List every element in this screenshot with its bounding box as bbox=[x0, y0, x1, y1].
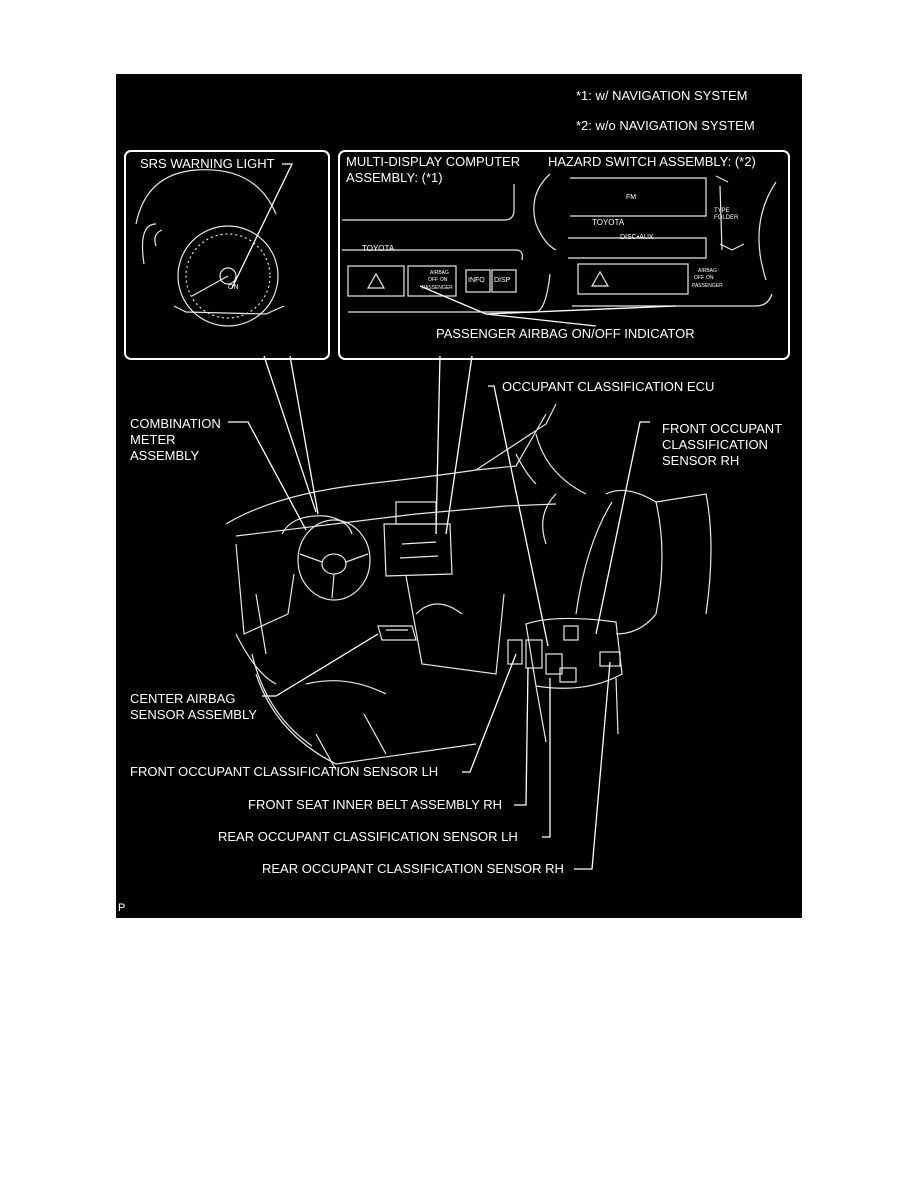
disp-button-label: DISP bbox=[494, 277, 511, 284]
fm-label: FM bbox=[626, 194, 637, 201]
center-airbag-label: CENTER AIRBAG SENSOR ASSEMBLY bbox=[130, 691, 257, 722]
panel-passenger-hazard: PASSENGER bbox=[692, 283, 723, 289]
panel-on-hazard: ON bbox=[706, 275, 714, 281]
rear-occupant-rh-label: REAR OCCUPANT CLASSIFICATION SENSOR RH bbox=[262, 861, 564, 876]
srs-warning-light-inset bbox=[124, 150, 330, 360]
panel-brand-nav: TOYOTA bbox=[362, 244, 395, 253]
occupant-classification-ecu-label: OCCUPANT CLASSIFICATION ECU bbox=[502, 379, 715, 394]
front-occupant-lh-label: FRONT OCCUPANT CLASSIFICATION SENSOR LH bbox=[130, 764, 439, 779]
front-seat-belt-rh-label: FRONT SEAT INNER BELT ASSEMBLY RH bbox=[248, 797, 503, 812]
hazard-switch-label: HAZARD SWITCH ASSEMBLY: (*2) bbox=[548, 154, 756, 169]
combination-meter-label: COMBINATION METER ASSEMBLY bbox=[130, 416, 221, 463]
type-folder-label: TYPE FOLDER bbox=[714, 208, 739, 221]
panel-airbag-nav: AIRBAG bbox=[430, 270, 449, 276]
panel-off-nav: OFF bbox=[428, 277, 438, 283]
panel-off-hazard: OFF bbox=[694, 275, 704, 281]
rear-occupant-lh-label: REAR OCCUPANT CLASSIFICATION SENSOR LH bbox=[218, 829, 518, 844]
multi-display-label: MULTI-DISPLAY COMPUTER ASSEMBLY: (*1) bbox=[346, 154, 521, 185]
multi-display-panel-art bbox=[342, 173, 777, 313]
multi-display-inset bbox=[338, 150, 790, 360]
combination-meter-gauge-art bbox=[135, 169, 285, 327]
passenger-indicator-label: PASSENGER AIRBAG ON/OFF INDICATOR bbox=[436, 326, 695, 341]
panel-brand-hazard: TOYOTA bbox=[592, 218, 625, 227]
note-without-navigation: *2: w/o NAVIGATION SYSTEM bbox=[576, 118, 755, 133]
info-button-label: INFO bbox=[468, 277, 485, 284]
srs-component-location-diagram: *1: w/ NAVIGATION SYSTEM *2: w/o NAVIGAT… bbox=[116, 74, 802, 918]
front-occupant-rh-label: FRONT OCCUPANT CLASSIFICATION SENSOR RH bbox=[662, 421, 783, 468]
corner-mark: P bbox=[118, 902, 126, 914]
vehicle-interior-art bbox=[225, 403, 712, 771]
line-art bbox=[135, 163, 777, 870]
note-with-navigation: *1: w/ NAVIGATION SYSTEM bbox=[576, 88, 748, 103]
srs-warning-light-label: SRS WARNING LIGHT bbox=[140, 156, 275, 171]
srs-light-leader bbox=[231, 163, 294, 289]
srs-symbol-text: ON bbox=[228, 284, 239, 291]
panel-passenger-nav: PASSENGER bbox=[422, 285, 453, 291]
disc-aux-label: DISC•AUX bbox=[620, 234, 654, 241]
panel-on-nav: ON bbox=[440, 277, 448, 283]
panel-airbag-hazard: AIRBAG bbox=[698, 268, 717, 274]
